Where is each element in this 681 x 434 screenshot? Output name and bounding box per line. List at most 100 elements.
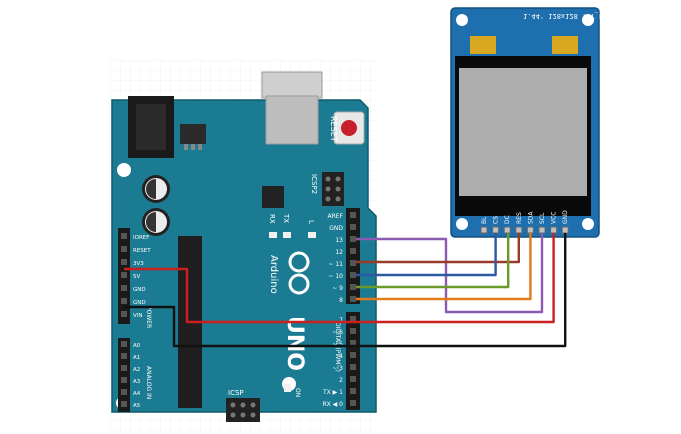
header-pin[interactable] [350,248,356,254]
pin-label: A1 [133,355,140,361]
power-jack [128,96,174,158]
arduino-logo [288,251,310,295]
wire-green[interactable] [356,233,510,289]
wire-purple[interactable] [356,233,544,314]
reset-button[interactable] [333,111,365,145]
header-pin[interactable] [121,389,127,395]
pin-label: A2 [133,367,140,373]
lcd-pin[interactable] [480,226,488,234]
header-pin[interactable] [350,284,356,290]
analog-header [118,338,130,412]
lcd-pin-label: SCL [539,212,546,224]
pin-label: 8 [339,297,343,304]
on-label: ON [294,388,301,397]
lcd-pin[interactable] [526,226,534,234]
pin-label: 13 [335,237,343,244]
header-pin[interactable] [121,259,127,265]
header-pin[interactable] [350,388,356,394]
pin-label: TX ▶ 1 [322,389,343,396]
lcd-pin-label: BL [481,216,488,224]
wire-blue[interactable] [356,233,497,277]
header-pin[interactable] [121,246,127,252]
mounting-hole [582,218,594,230]
pin-label: GND [133,287,146,293]
lcd-pin[interactable] [561,226,569,234]
capacitor [142,175,170,203]
power-header-label: POWER [145,306,152,328]
pin-label: RESET [133,248,151,254]
header-pin[interactable] [121,341,127,347]
rx-led [269,232,277,238]
lcd-pin[interactable] [492,226,500,234]
header-pin[interactable] [350,236,356,242]
header-pin[interactable] [350,376,356,382]
lcd-pin-label: DC [504,215,511,224]
lcd-pin[interactable] [515,226,523,234]
flex-tab [552,36,578,54]
pin-label: A3 [133,379,141,385]
wires [124,233,567,348]
header-pin[interactable] [121,365,127,371]
rx-label: RX [268,214,276,224]
icsp2-header [322,172,344,206]
flex-tab [470,36,496,54]
l-led [308,232,316,238]
wire-brown[interactable] [356,233,520,264]
pin-label: 4 [339,353,343,360]
header-pin[interactable] [350,260,356,266]
mounting-hole [456,14,468,26]
reset-label: RESET [329,116,338,142]
pin-label: 2 [339,377,343,384]
header-pin[interactable] [350,364,356,370]
pin-label: 3V3 [133,261,144,267]
wire-red[interactable] [124,233,555,324]
header-pin[interactable] [121,233,127,239]
header-pin[interactable] [350,212,356,218]
icsp2-label: ICSP2 [310,174,318,194]
header-pin[interactable] [121,353,127,359]
header-pin[interactable] [121,272,127,278]
header-pin[interactable] [350,400,356,406]
wire-black[interactable] [124,233,567,348]
header-pin[interactable] [121,285,127,291]
header-pin[interactable] [350,340,356,346]
tx-led [283,232,291,238]
lcd-pin-label: SDA [527,211,534,224]
pin-label: 7 [339,317,343,324]
l-label: L [307,220,315,224]
header-pin[interactable] [121,401,127,407]
pin-label: 12 [335,249,343,256]
header-pin[interactable] [121,377,127,383]
pin-label: ~ 6 [332,329,343,336]
pin-label: A0 [133,343,141,349]
header-pin[interactable] [350,352,356,358]
pin-label: ~ 11 [328,261,343,268]
header-pin[interactable] [350,316,356,322]
lcd-pin-label: GND [562,210,569,224]
header-pin[interactable] [350,296,356,302]
header-pin[interactable] [121,311,127,317]
lcd-pin-label: RES [516,212,523,224]
wire-orange[interactable] [356,233,532,301]
analog-header-label: ANALOG IN [145,366,152,399]
pin-label: GND [329,225,343,232]
lcd-pin[interactable] [503,226,511,234]
tx-label: TX [282,213,290,223]
icsp-header [226,398,260,422]
header-pin[interactable] [121,298,127,304]
pin-label: IOREF [133,235,149,241]
pin-label: VIN [133,313,143,319]
pin-label: ~ 3 [332,365,343,372]
digital-header-top [346,208,360,304]
header-pin[interactable] [350,224,356,230]
pin-label: RX ◀ 0 [322,401,343,408]
header-pin[interactable] [350,272,356,278]
pin-label: ~ 10 [328,273,343,280]
lcd-pin[interactable] [550,226,558,234]
pin-label: ~ 5 [332,341,343,348]
digital-header-bottom [346,312,360,410]
lcd-pin[interactable] [538,226,546,234]
header-pin[interactable] [350,328,356,334]
